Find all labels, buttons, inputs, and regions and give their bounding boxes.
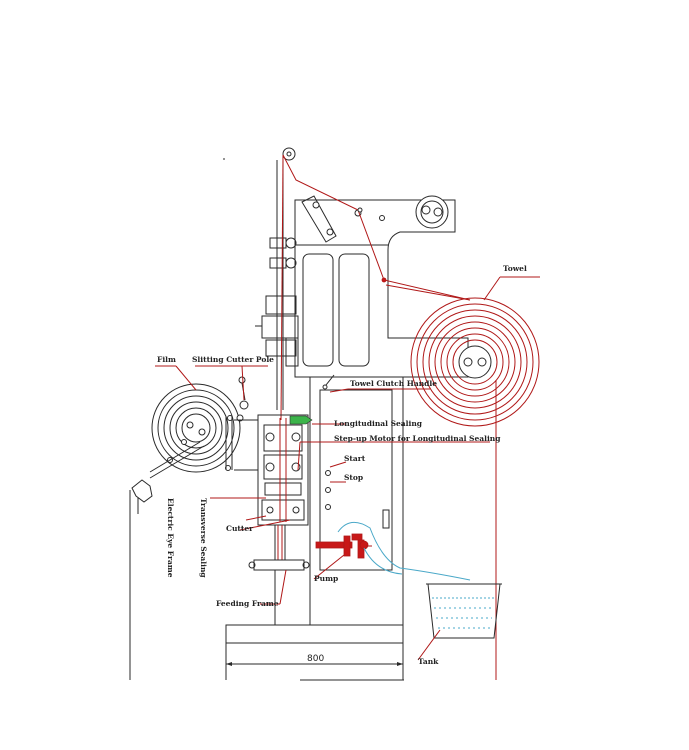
main-column: [223, 158, 284, 410]
film-roll: [149, 383, 258, 479]
label-towel-clutch-handle: Towel Clutch Handle: [350, 379, 437, 388]
leader-lines: [155, 276, 540, 661]
sealing-assembly: [257, 414, 313, 526]
water-hose: [337, 521, 471, 581]
water-tank: [426, 583, 502, 639]
label-step-up-motor: Step-up Motor for Longitudinal Sealing: [334, 434, 501, 443]
column-brackets: [255, 237, 299, 367]
dimension-label: 800: [307, 654, 324, 664]
pump-assembly: [315, 533, 372, 559]
labels: Towel Film Slitting Cutter Pole Towel Cl…: [157, 264, 527, 666]
label-electric-eye-frame: Electric Eye Frame: [166, 498, 175, 578]
towel-roll: [385, 284, 540, 680]
label-pump: Pump: [314, 574, 338, 583]
label-longitudinal-sealing: Longitudinal Sealing: [334, 419, 423, 428]
label-cutter: Cutter: [226, 524, 254, 533]
label-slitting-cutter-pole: Slitting Cutter Pole: [192, 355, 274, 364]
label-transverse-sealing: Transverse Sealing: [199, 498, 208, 578]
top-pulley: [282, 147, 296, 161]
label-tank: Tank: [418, 657, 439, 666]
label-film: Film: [157, 355, 176, 364]
label-towel: Towel: [503, 264, 527, 273]
upper-body-plate: [294, 199, 469, 378]
upper-roller: [379, 195, 449, 229]
feeding-frame: [248, 524, 310, 625]
electric-eye-bracket: [129, 479, 153, 680]
film-path: [280, 154, 471, 421]
label-stop: Stop: [344, 473, 363, 482]
label-start: Start: [344, 454, 366, 463]
label-feeding-frame: Feeding Frame: [216, 599, 279, 608]
swing-arm: [301, 195, 362, 243]
machine-base: [225, 624, 404, 681]
lower-cabinet: [309, 374, 404, 626]
